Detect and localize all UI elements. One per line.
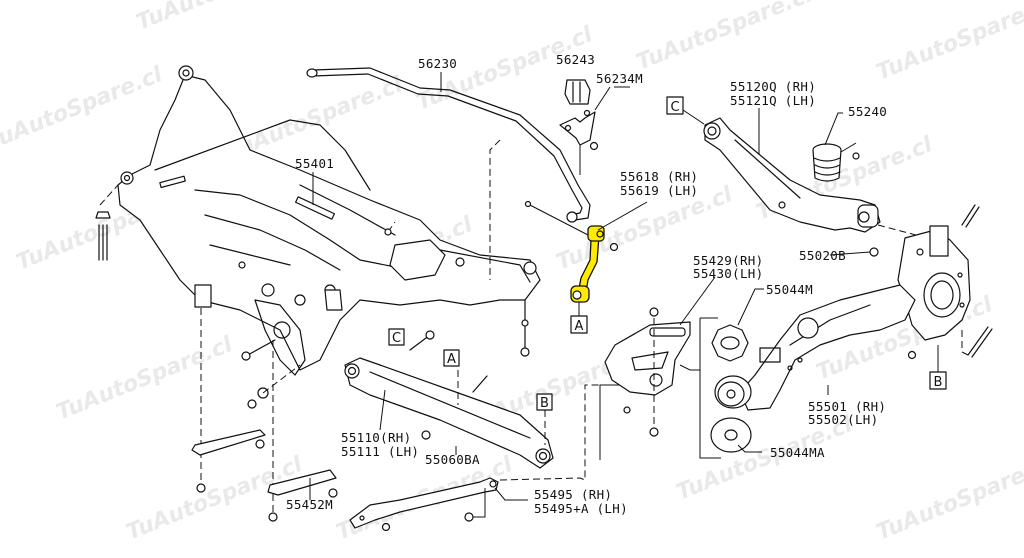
label-55501[interactable]: 55501 (RH)	[808, 399, 886, 414]
label-55618[interactable]: 55618 (RH)	[620, 169, 698, 184]
ref-marker-c-left: C	[388, 328, 405, 346]
watermark-text: TuAutoSpare.cl	[633, 0, 816, 76]
watermark-text: TuAutoSpare.cl	[873, 452, 1024, 546]
watermark-text: TuAutoSpare.cl	[53, 332, 236, 426]
label-56230[interactable]: 56230	[418, 56, 457, 71]
label-55111[interactable]: 55111 (LH)	[341, 444, 419, 459]
label-55495[interactable]: 55495 (RH)	[534, 487, 612, 502]
label-55044m[interactable]: 55044M	[766, 282, 813, 297]
bump-stop-55240[interactable]	[812, 142, 860, 182]
spring-seat-lower-55044ma[interactable]	[710, 417, 752, 453]
spring-bracket-lines	[679, 317, 721, 459]
bracket-55452m[interactable]	[191, 429, 338, 522]
ref-letter: C	[392, 331, 401, 346]
label-55120q[interactable]: 55120Q (RH)	[730, 79, 816, 94]
axle-knuckle[interactable]	[829, 204, 993, 360]
label-55401[interactable]: 55401	[295, 156, 334, 171]
ref-letter: A	[447, 352, 456, 367]
clamp-56234m[interactable]	[559, 109, 599, 176]
label-56234m[interactable]: 56234M	[596, 71, 643, 86]
ref-marker-b-right: B	[929, 345, 947, 390]
ref-marker-a-right: A	[570, 302, 588, 334]
watermark-text: TuAutoSpare.cl	[873, 0, 1024, 86]
label-55240[interactable]: 55240	[848, 104, 887, 119]
stabilizer-bar-56230[interactable]	[306, 67, 591, 223]
label-55502[interactable]: 55502(LH)	[808, 412, 878, 427]
bracket-55429[interactable]	[599, 307, 691, 460]
ref-letter: B	[934, 375, 943, 390]
ref-marker-a-left: A	[443, 349, 460, 367]
stabilizer-link-55618-highlighted[interactable]	[524, 200, 619, 303]
spring-insulator[interactable]	[714, 375, 752, 409]
label-55110[interactable]: 55110(RH)	[341, 430, 411, 445]
label-55044ma[interactable]: 55044MA	[770, 445, 825, 460]
ref-marker-c-right: C	[666, 96, 705, 125]
ref-letter: B	[540, 396, 549, 411]
label-55430[interactable]: 55430(LH)	[693, 266, 763, 281]
part-labels: 56230 56243 56234M 55401 55618 (RH) 5561…	[286, 52, 887, 516]
watermark-text: TuAutoSpare.cl	[133, 0, 316, 36]
watermark-text: TuAutoSpare.cl	[123, 452, 306, 546]
ref-letter: A	[575, 319, 584, 334]
label-55495a[interactable]: 55495+A (LH)	[534, 501, 628, 516]
ref-letter: C	[670, 100, 679, 115]
toe-link-55495[interactable]	[349, 384, 605, 532]
spring-seat-upper-55044m[interactable]	[711, 324, 749, 362]
ref-marker-b-left: B	[536, 393, 553, 411]
upper-link-55120q[interactable]	[703, 117, 881, 233]
leader-lines	[309, 72, 843, 501]
label-55060ba[interactable]: 55060BA	[425, 452, 480, 467]
label-55020b[interactable]: 55020B	[799, 248, 846, 263]
lower-arm-55501[interactable]	[739, 284, 916, 411]
stabilizer-leader	[489, 139, 501, 280]
label-55429[interactable]: 55429(RH)	[693, 253, 763, 268]
label-55619[interactable]: 55619 (LH)	[620, 183, 698, 198]
label-56243[interactable]: 56243	[556, 52, 595, 67]
label-55121q[interactable]: 55121Q (LH)	[730, 93, 816, 108]
bushing-56243[interactable]	[564, 79, 591, 105]
watermark-text: TuAutoSpare.cl	[0, 62, 166, 156]
subframe-55401[interactable]	[117, 65, 541, 376]
label-55452m[interactable]: 55452M	[286, 497, 333, 512]
lateral-link-55110[interactable]	[344, 357, 554, 469]
